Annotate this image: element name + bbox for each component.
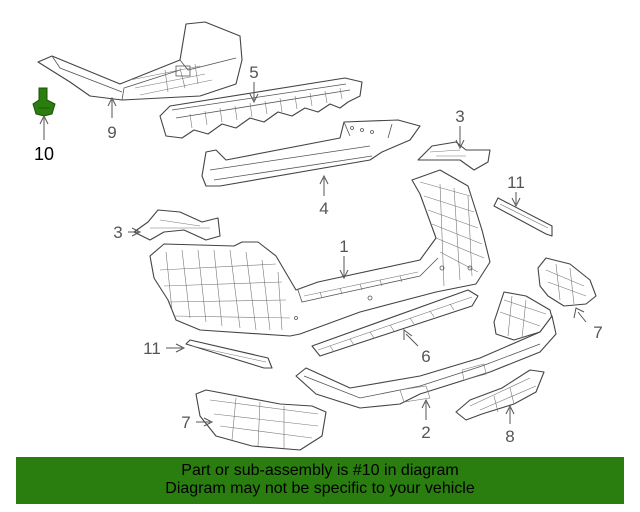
callout-3-left: 3 bbox=[113, 223, 122, 242]
part-7-corner-left[interactable] bbox=[195, 389, 327, 451]
parts-diagram: 10 9 5 4 3 3 11 1 7 6 11 7 2 8 bbox=[32, 21, 603, 451]
banner-line-1: Part or sub-assembly is #10 in diagram bbox=[181, 462, 459, 479]
part-3-bracket-left[interactable] bbox=[133, 209, 221, 241]
callout-4: 4 bbox=[319, 199, 328, 218]
part-11-trim-upper[interactable] bbox=[493, 197, 553, 237]
part-1-bumper-cover[interactable] bbox=[149, 169, 491, 337]
part-6-step-pad[interactable] bbox=[311, 289, 479, 357]
callout-11-lower: 11 bbox=[143, 339, 161, 358]
callout-6: 6 bbox=[421, 347, 430, 366]
callout-8: 8 bbox=[505, 427, 514, 446]
callout-7-left: 7 bbox=[181, 413, 190, 432]
part-3-bracket-right[interactable] bbox=[417, 141, 491, 171]
part-4-bumper-beam[interactable] bbox=[201, 119, 421, 187]
part-9-tow-hitch[interactable] bbox=[37, 21, 243, 101]
leader-lines bbox=[39, 82, 587, 427]
info-banner: Part or sub-assembly is #10 in diagram D… bbox=[16, 457, 624, 504]
callout-2: 2 bbox=[421, 423, 430, 442]
callout-10: 10 bbox=[34, 144, 54, 164]
banner-line-2: Diagram may not be specific to your vehi… bbox=[165, 480, 475, 497]
part-7-corner-right[interactable] bbox=[537, 257, 597, 307]
callout-1: 1 bbox=[339, 237, 348, 256]
callout-9: 9 bbox=[107, 123, 116, 142]
part-8-lower-trim[interactable] bbox=[455, 369, 545, 421]
callout-5: 5 bbox=[249, 63, 258, 82]
callout-11-upper: 11 bbox=[507, 173, 525, 192]
part-5-energy-absorber[interactable] bbox=[159, 77, 363, 139]
callout-3-right: 3 bbox=[455, 107, 464, 126]
callout-7-right: 7 bbox=[593, 323, 602, 342]
part-11-trim-lower[interactable] bbox=[185, 339, 273, 369]
part-10-clip[interactable] bbox=[32, 87, 56, 117]
part-2-lower-fascia[interactable] bbox=[295, 315, 557, 409]
